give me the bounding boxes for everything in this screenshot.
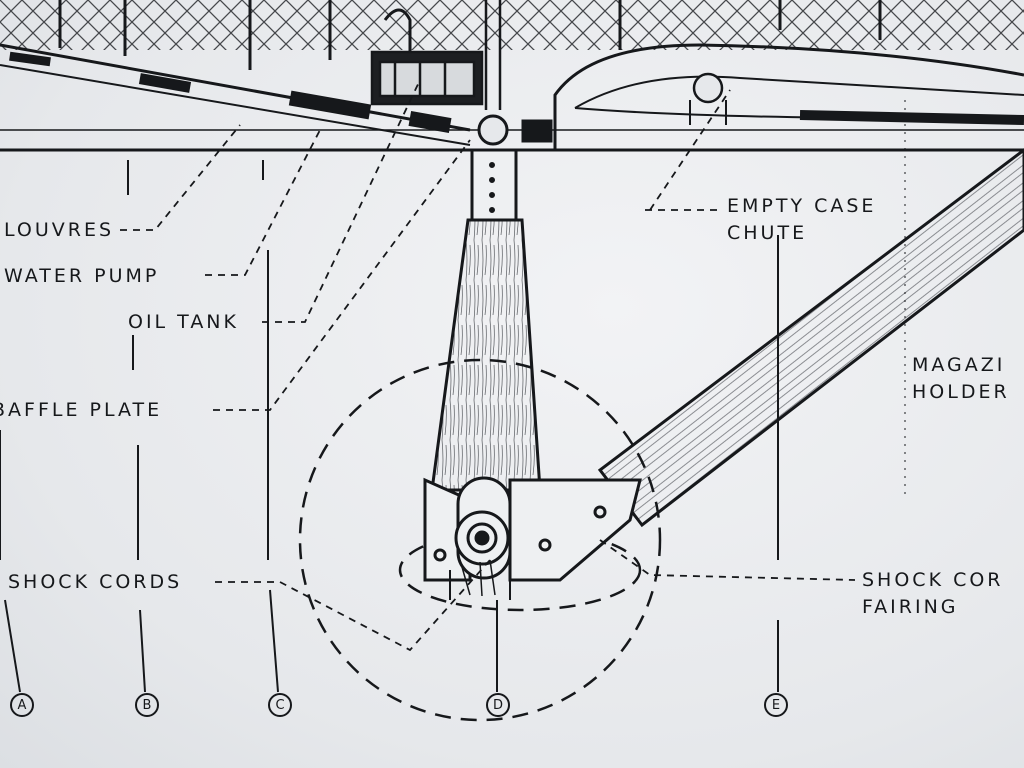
fuselage-bracing: [0, 0, 1024, 70]
label-empty-case-chute: EMPTY CASE CHUTE: [727, 193, 876, 247]
undercarriage-diagonal-leg: [597, 148, 1024, 528]
undercarriage-strut: [430, 0, 542, 492]
label-baffle-plate: BAFFLE PLATE: [0, 399, 163, 421]
oil-tank-shape: [370, 8, 484, 106]
label-fairing: FAIRING: [862, 596, 959, 618]
label-oil-tank: OIL TANK: [128, 311, 239, 333]
label-shock-cord: SHOCK COR: [862, 569, 1004, 591]
axle-fitting: [423, 476, 642, 600]
label-water-pump: WATER PUMP: [4, 265, 160, 287]
station-marker-b: B: [135, 693, 159, 717]
fuselage-longeron: [0, 43, 1024, 152]
label-chute: CHUTE: [727, 222, 808, 244]
label-shock-cords: SHOCK CORDS: [8, 571, 183, 593]
station-marker-a: A: [10, 693, 34, 717]
station-marker-c: C: [268, 693, 292, 717]
station-marker-d: D: [486, 693, 510, 717]
label-louvres: LOUVRES: [4, 219, 115, 241]
wing-root-fairing: [553, 43, 1024, 150]
label-empty-case: EMPTY CASE: [727, 195, 877, 217]
station-lines: [0, 100, 906, 693]
leader-lines: [120, 79, 856, 652]
label-magazine-holder: MAGAZI HOLDER: [912, 352, 1010, 406]
label-shock-cord-fairing: SHOCK COR FAIRING: [862, 567, 1004, 621]
label-holder: HOLDER: [912, 381, 1010, 403]
label-magazine: MAGAZI: [912, 354, 1006, 376]
station-marker-e: E: [764, 693, 788, 717]
